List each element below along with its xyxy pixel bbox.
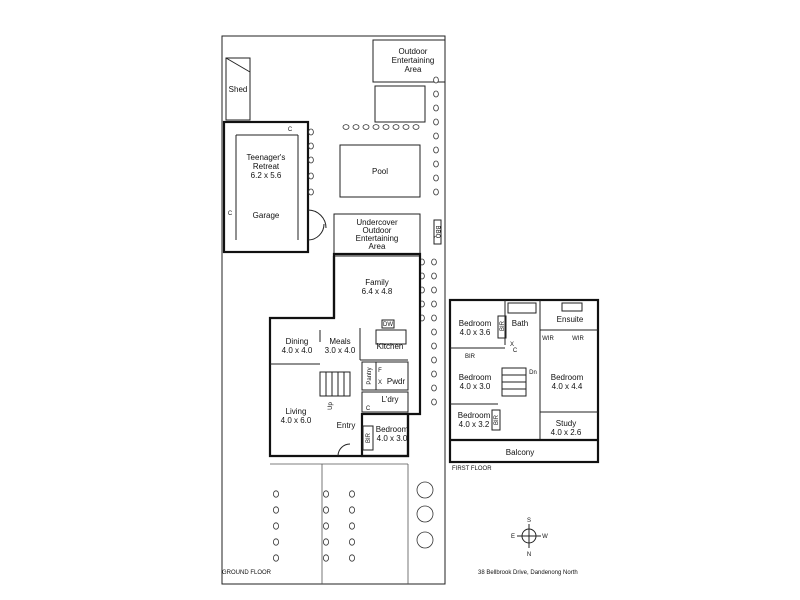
outdoor-top-label-3: Area <box>405 65 422 74</box>
shed-label: Shed <box>229 85 248 94</box>
ff-bath-label: Bath <box>512 319 528 328</box>
family-label-1: Family <box>365 278 389 287</box>
laundry-box <box>361 391 409 413</box>
front-bedroom-label-2: 4.0 x 3.0 <box>377 434 408 443</box>
ff-stairs-down-mark: Dn <box>529 370 537 376</box>
powder-room-box <box>375 361 409 391</box>
laundry-label: L'dry <box>381 395 398 404</box>
ff-bed1-bir-box <box>497 315 507 339</box>
address-caption: 38 Bellbrook Drive, Dandenong North <box>478 570 578 576</box>
front-hedge-rows <box>272 490 355 562</box>
living-label-2: 4.0 x 6.0 <box>281 416 312 425</box>
dishwasher-box <box>381 319 395 329</box>
ff-ensuite-label: Ensuite <box>557 315 584 324</box>
pwdr-label: Pwdr <box>387 377 406 386</box>
front-bedroom-bir <box>362 425 374 451</box>
compass-icon <box>517 524 541 548</box>
ff-bed4-label-1: Bedroom <box>458 411 491 420</box>
retreat-label-1: Teenager's <box>247 153 286 162</box>
ff-bed4-bir-mark: BIR <box>494 414 500 425</box>
garage-cupboard-mark: C <box>228 211 233 217</box>
hedge-row-left-retreat <box>308 128 314 196</box>
garage-retreat-walls <box>222 120 310 254</box>
toilet-mark: X <box>378 380 382 386</box>
hedge-row-right-boundary <box>431 76 439 406</box>
garage-label: Garage <box>253 211 280 220</box>
ff-bed1-bir-mark: BIR <box>500 320 506 331</box>
outdoor-top-label-2: Entertaining <box>392 56 435 65</box>
property-boundary <box>221 35 446 585</box>
dining-label-1: Dining <box>286 337 309 346</box>
undercover-label-4: Area <box>369 242 386 251</box>
ff-bed2-bir-mark: BIR <box>465 354 476 360</box>
shed-outline <box>225 57 251 121</box>
garage-door-swing <box>307 209 327 229</box>
fridge-mark: F <box>378 368 382 374</box>
stairs-up-mark: Up <box>328 402 334 410</box>
ff-ensuite-vanity <box>561 302 583 312</box>
ground-floor-caption: GROUND FLOOR <box>222 570 272 576</box>
pool-label: Pool <box>372 167 388 176</box>
dining-label-2: 4.0 x 4.0 <box>282 346 313 355</box>
retreat-label-3: 6.2 x 5.6 <box>251 171 282 180</box>
garage-door-swing-2 <box>307 223 325 241</box>
compass-west: W <box>542 534 548 540</box>
undercover-label-3: Entertaining <box>356 234 399 243</box>
shed-diagonal <box>225 57 251 73</box>
family-label-2: 6.4 x 4.8 <box>362 287 393 296</box>
entry-door-swing <box>337 443 351 457</box>
meals-label-1: Meals <box>329 337 350 346</box>
kitchen-label: Kitchen <box>377 342 404 351</box>
ff-bed4-label-2: 4.0 x 3.2 <box>459 420 490 429</box>
ff-wir-right-mark: WIR <box>572 336 584 342</box>
undercover-label-1: Undercover <box>356 218 398 227</box>
ff-bathtub <box>507 302 537 314</box>
ff-bath-x-mark: X <box>510 342 514 348</box>
bbq-label: BBQ <box>434 226 440 239</box>
front-bedroom-label-1: Bedroom <box>376 425 409 434</box>
ff-study-label-1: Study <box>556 419 576 428</box>
retreat-cupboard-mark: C <box>288 127 293 133</box>
outdoor-area-top <box>372 39 446 83</box>
ff-bed3-label-2: 4.0 x 4.4 <box>552 382 583 391</box>
entry-label: Entry <box>337 421 356 430</box>
ff-bed4-bir-box <box>491 409 501 431</box>
front-trees <box>416 481 434 549</box>
bbq-box <box>433 219 442 245</box>
outdoor-top-label-1: Outdoor <box>399 47 428 56</box>
compass-south: S <box>527 518 531 524</box>
outdoor-paving <box>374 85 426 123</box>
ff-bed3-label-1: Bedroom <box>551 373 584 382</box>
pantry-label: Pantry <box>367 367 373 384</box>
meals-label-2: 3.0 x 4.0 <box>325 346 356 355</box>
front-bedroom-bir-mark: BIR <box>366 432 372 443</box>
kitchen-island <box>375 329 407 345</box>
compass-north: N <box>527 552 531 558</box>
ff-study-label-2: 4.0 x 2.6 <box>551 428 582 437</box>
undercover-label-2: Outdoor <box>363 226 392 235</box>
ff-wir-left-mark: WIR <box>542 336 554 342</box>
ff-bed2-label-1: Bedroom <box>459 373 492 382</box>
ff-balcony-label: Balcony <box>506 448 534 457</box>
undercover-area-outline <box>333 213 421 257</box>
ff-linen-cupboard-mark: C <box>513 348 518 354</box>
ff-bed1-label-1: Bedroom <box>459 319 492 328</box>
living-label-1: Living <box>286 407 307 416</box>
first-floor-caption: FIRST FLOOR <box>452 466 492 472</box>
retreat-label-2: Retreat <box>253 162 280 171</box>
laundry-cupboard-mark: C <box>366 406 371 412</box>
compass-east: E <box>511 534 515 540</box>
stairs-outline <box>319 371 351 397</box>
ff-bed1-label-2: 4.0 x 3.6 <box>460 328 491 337</box>
dishwasher-mark: DW <box>383 322 393 328</box>
hedge-row-pool-top <box>342 124 420 130</box>
front-bedroom-walls <box>360 412 410 458</box>
first-floor-outer-walls <box>448 298 600 464</box>
ff-bed2-label-2: 4.0 x 3.0 <box>460 382 491 391</box>
pool-outline <box>339 144 421 198</box>
